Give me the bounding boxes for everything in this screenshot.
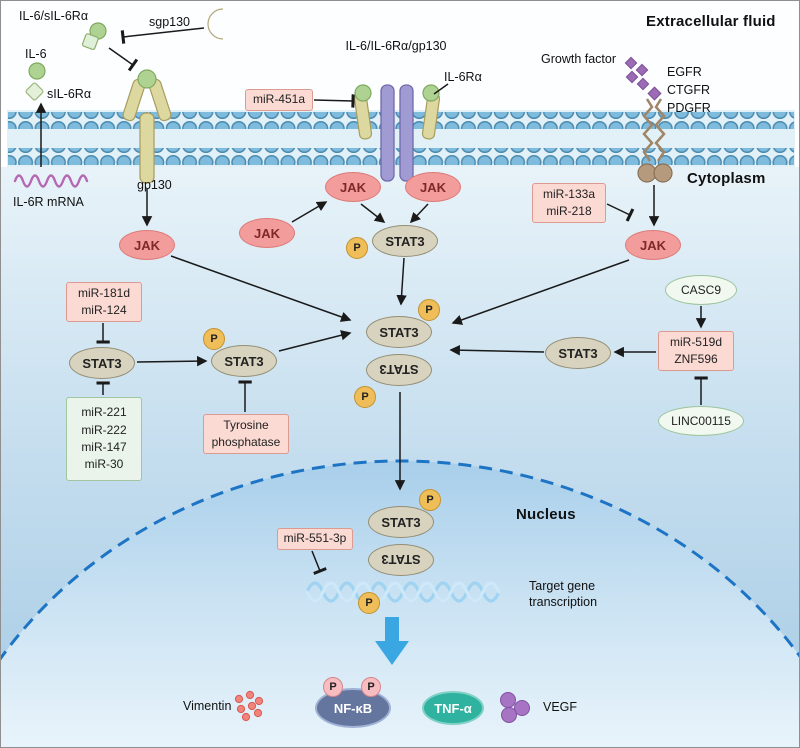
- casc9-node: CASC9: [665, 275, 737, 305]
- mir451a-box: miR-451a: [245, 89, 313, 111]
- linc00115-node: LINC00115: [658, 406, 744, 436]
- sil6ra-label: sIL-6Rα: [47, 87, 92, 101]
- mir218-label: miR-218: [546, 204, 592, 218]
- target-gene-line2: transcription: [529, 594, 598, 609]
- sgp130-label: sgp130: [149, 15, 191, 29]
- mir221-group-box: miR-221 miR-222 miR-147 miR-30: [66, 397, 142, 481]
- stat3-node: STAT3: [69, 347, 135, 379]
- mir519d-label: miR-519d: [669, 334, 723, 349]
- mir30-label: miR-30: [84, 457, 124, 472]
- phosphate-badge: P: [203, 328, 225, 350]
- stat3-nuclear-dimer-top: STAT3: [368, 506, 434, 538]
- znf596-label: ZNF596: [674, 352, 718, 366]
- il6ra-label: IL-6Rα: [444, 70, 482, 84]
- il6r-mrna-label: IL-6R mRNA: [13, 195, 84, 209]
- stat3-dimer-bottom: STAT3: [366, 354, 432, 386]
- jak-node: JAK: [405, 172, 461, 202]
- region-cytoplasm-label: Cytoplasm: [687, 170, 766, 187]
- mir451a-label: miR-451a: [252, 92, 306, 107]
- mir551-3p-label: miR-551-3p: [283, 531, 347, 546]
- mir181d-label: miR-181d: [77, 285, 131, 300]
- phosphate-badge: P: [418, 299, 440, 321]
- stat3-node: STAT3: [372, 225, 438, 257]
- il6-label: IL-6: [25, 47, 47, 61]
- mir181d-mir124-box: miR-181d miR-124: [66, 282, 142, 322]
- tyrosine-label-line2: phosphatase: [211, 435, 281, 449]
- gp130-label: gp130: [137, 178, 172, 192]
- phosphate-badge: P: [419, 489, 441, 511]
- mir519d-znf596-box: miR-519d ZNF596: [658, 331, 734, 371]
- pdgfr-label: PDGFR: [667, 101, 711, 115]
- region-extracellular-label: Extracellular fluid: [646, 13, 776, 30]
- phosphate-badge: P: [354, 386, 376, 408]
- mir222-label: miR-222: [81, 422, 127, 437]
- mir221-label: miR-221: [81, 405, 127, 420]
- jak-node: JAK: [239, 218, 295, 248]
- mir147-label: miR-147: [81, 440, 127, 454]
- stat3-node: STAT3: [211, 345, 277, 377]
- stat3-node: STAT3: [545, 337, 611, 369]
- jak-node: JAK: [325, 172, 381, 202]
- trimer-complex-label: IL-6/IL-6Rα/gp130: [345, 39, 447, 53]
- jak-node: JAK: [625, 230, 681, 260]
- mir133a-mir218-box: miR-133a miR-218: [532, 183, 606, 223]
- vegf-label: VEGF: [543, 700, 578, 714]
- phosphate-badge: P: [361, 677, 381, 697]
- region-nucleus-label: Nucleus: [516, 506, 576, 523]
- phosphate-badge: P: [358, 592, 380, 614]
- vimentin-label: Vimentin: [183, 699, 232, 713]
- egfr-label: EGFR: [667, 65, 702, 79]
- growth-factor-label: Growth factor: [541, 52, 617, 66]
- jak-node: JAK: [119, 230, 175, 260]
- mir551-3p-box: miR-551-3p: [277, 528, 353, 550]
- phosphate-badge: P: [323, 677, 343, 697]
- target-gene-label: Target gene transcription: [529, 579, 597, 610]
- tnfa-node: TNF-α: [422, 691, 484, 725]
- stat3-nuclear-dimer-bottom: STAT3: [368, 544, 434, 576]
- nfkb-node: NF-κB: [315, 688, 391, 728]
- mir124-label: miR-124: [81, 303, 127, 317]
- tyrosine-phosphatase-box: Tyrosine phosphatase: [203, 414, 289, 454]
- il6-sil6ra-complex-label: IL-6/sIL-6Rα: [19, 9, 89, 23]
- target-gene-line1: Target gene: [529, 579, 596, 593]
- mir133a-label: miR-133a: [542, 186, 596, 201]
- ctgfr-label: CTGFR: [667, 83, 711, 97]
- tyrosine-label-line1: Tyrosine: [223, 417, 269, 432]
- stat3-dimer-top: STAT3: [366, 316, 432, 348]
- phosphate-badge: P: [346, 237, 368, 259]
